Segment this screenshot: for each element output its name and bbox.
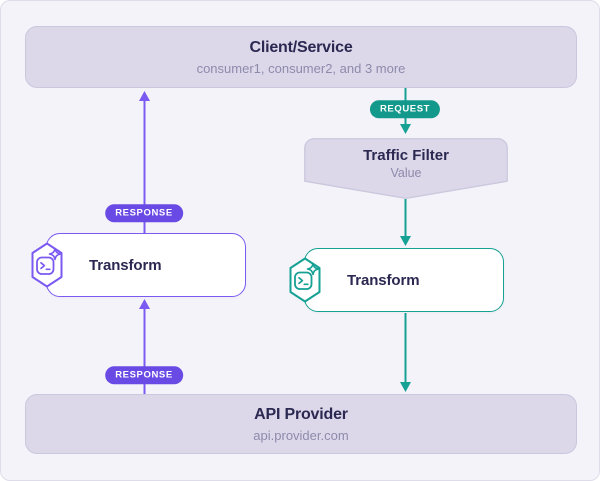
traffic-filter-title: Traffic Filter	[363, 147, 449, 164]
traffic-filter-value: Value	[390, 166, 422, 180]
terminal-sparkle-icon	[289, 257, 321, 303]
request-badge: REQUEST	[369, 100, 441, 118]
response-badge-lower: RESPONSE	[105, 366, 183, 384]
api-provider-subtitle: api.provider.com	[253, 427, 349, 443]
transform-request-node[interactable]: Transform	[289, 248, 504, 312]
traffic-filter-node[interactable]: Traffic Filter Value	[304, 138, 508, 199]
transform-request-label: Transform	[347, 271, 420, 289]
traffic-filter-shape	[304, 138, 508, 199]
api-provider-title: API Provider	[254, 405, 348, 423]
client-service-node[interactable]: Client/Service consumer1, consumer2, and…	[25, 26, 577, 88]
api-provider-node[interactable]: API Provider api.provider.com	[25, 394, 577, 454]
client-service-title: Client/Service	[249, 38, 353, 56]
response-badge-upper: RESPONSE	[105, 204, 183, 222]
transform-response-node[interactable]: Transform	[31, 233, 246, 297]
terminal-sparkle-icon	[31, 242, 63, 288]
client-service-subtitle: consumer1, consumer2, and 3 more	[196, 60, 406, 76]
transform-response-label: Transform	[89, 256, 162, 274]
